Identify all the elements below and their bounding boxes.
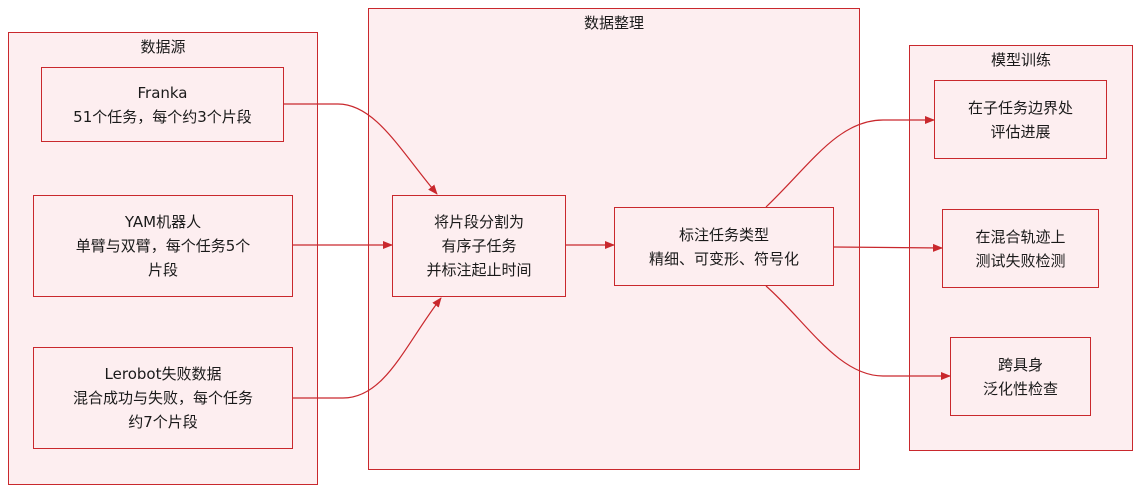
node-segment-subtasks-line-1: 将片段分割为 [433,213,524,231]
node-cross-embodiment-line-2: 泛化性检查 [982,379,1058,398]
node-lerobot-line-3: 约7个片段 [128,413,198,431]
group-title-data-sources: 数据源 [140,38,186,56]
node-lerobot: Lerobot失败数据 混合成功与失败，每个任务 约7个片段 [33,347,293,449]
node-yam-line-2: 单臂与双臂，每个任务5个 [75,237,251,255]
node-yam-line-1: YAM机器人 [124,213,202,231]
node-cross-embodiment-line-1: 跨具身 [997,355,1043,374]
node-failure-detection-line-1: 在混合轨迹上 [975,227,1066,246]
node-cross-embodiment: 跨具身 泛化性检查 [950,337,1091,416]
node-franka: Franka 51个任务，每个约3个片段 [41,67,284,142]
node-evaluate-progress-line-1: 在子任务边界处 [967,98,1073,117]
node-lerobot-line-1: Lerobot失败数据 [104,365,222,383]
node-yam: YAM机器人 单臂与双臂，每个任务5个 片段 [33,195,293,297]
node-failure-detection: 在混合轨迹上 测试失败检测 [942,209,1099,288]
node-segment-subtasks-line-3: 并标注起止时间 [426,261,532,279]
node-franka-line-1: Franka [137,83,188,102]
node-segment-subtasks: 将片段分割为 有序子任务 并标注起止时间 [392,195,566,297]
node-evaluate-progress: 在子任务边界处 评估进展 [934,80,1107,159]
node-annotate-task-type: 标注任务类型 精细、可变形、符号化 [614,207,834,286]
node-franka-line-2: 51个任务，每个约3个片段 [73,107,252,126]
node-yam-line-3: 片段 [147,261,178,279]
node-annotate-task-type-line-2: 精细、可变形、符号化 [648,249,799,268]
node-evaluate-progress-line-2: 评估进展 [990,122,1051,141]
node-failure-detection-line-2: 测试失败检测 [975,251,1066,270]
group-title-data-processing: 数据整理 [583,14,644,32]
node-annotate-task-type-line-1: 标注任务类型 [678,225,769,244]
node-segment-subtasks-line-2: 有序子任务 [441,237,517,255]
group-title-model-training: 模型训练 [990,51,1051,69]
node-lerobot-line-2: 混合成功与失败，每个任务 [72,389,253,407]
